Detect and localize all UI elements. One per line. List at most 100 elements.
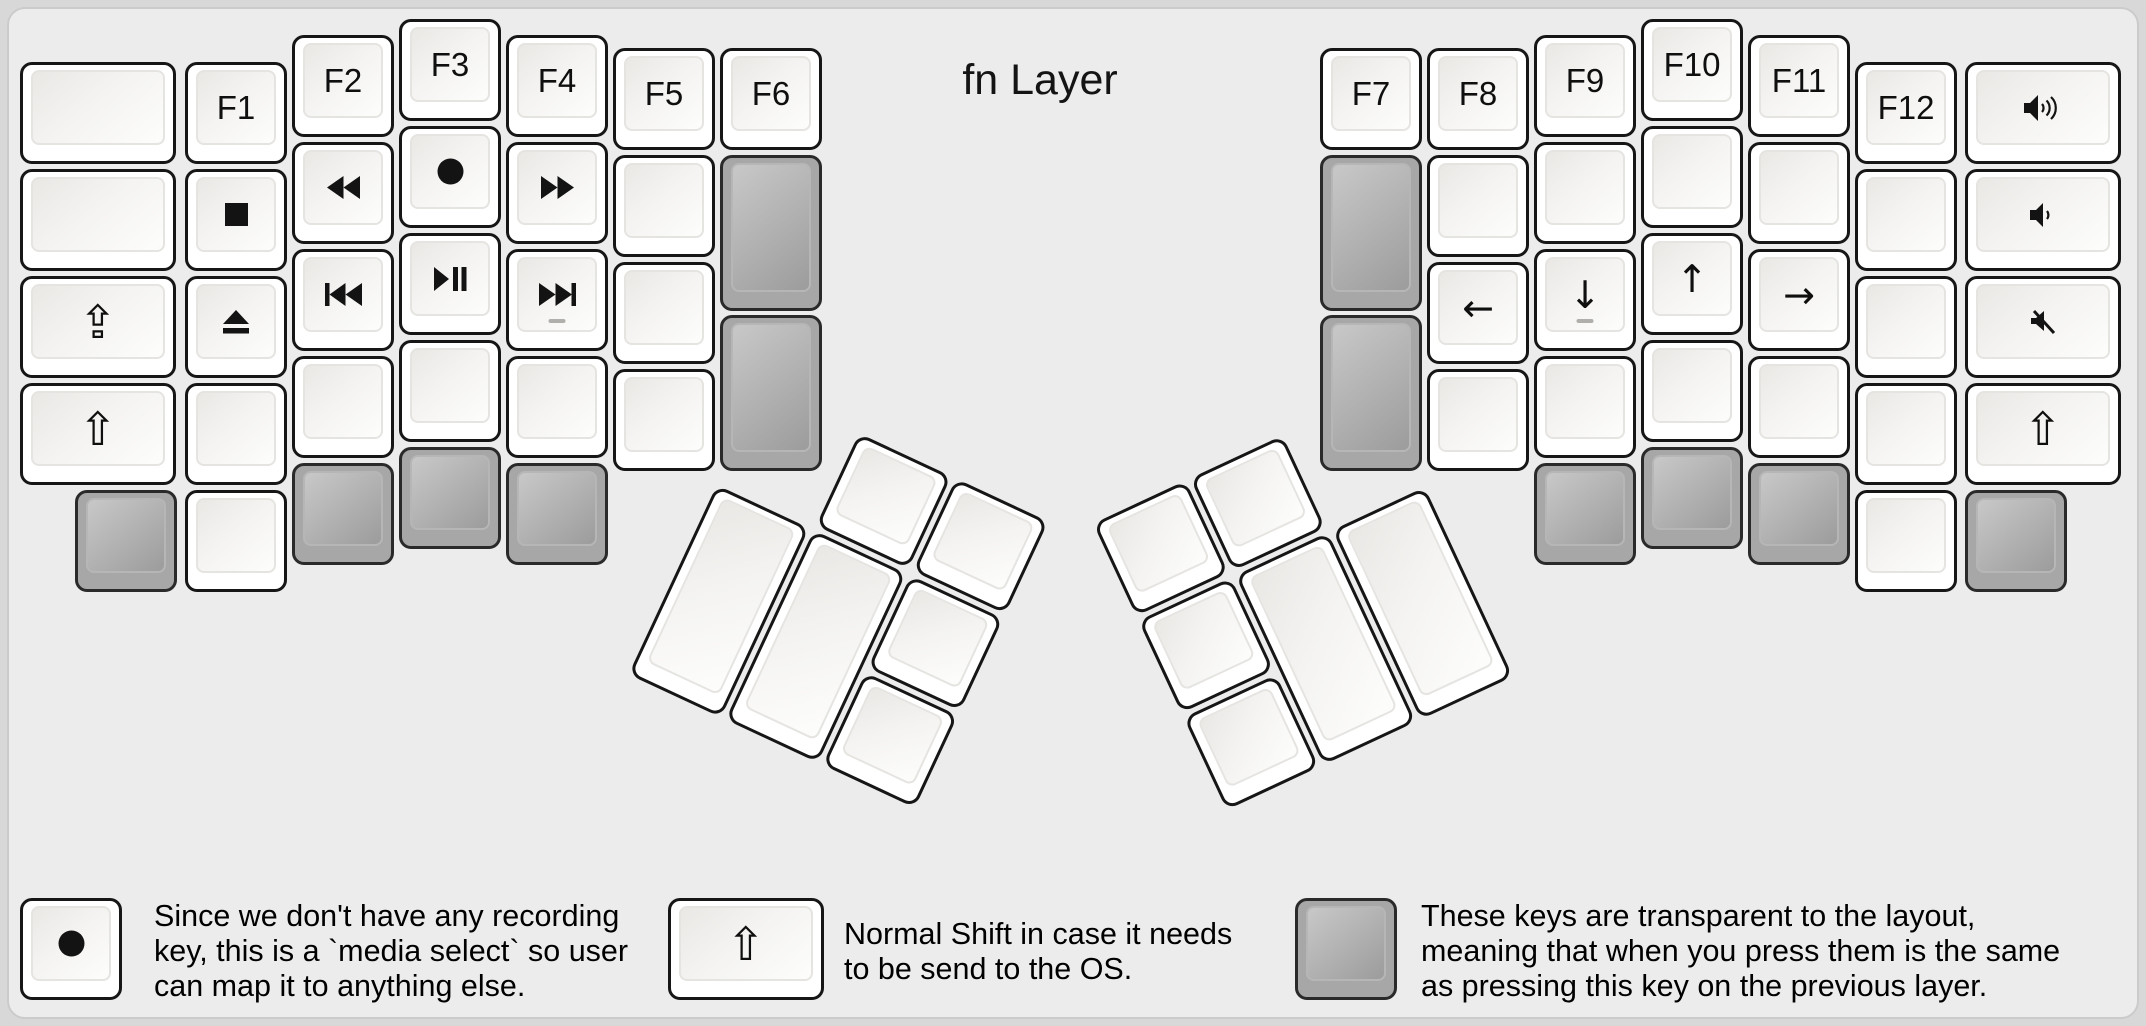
key-legend: ↑ xyxy=(1676,256,1708,301)
keycap-top: F10 xyxy=(1652,27,1732,102)
key-f7: F7 xyxy=(1320,48,1422,150)
rewind-icon xyxy=(326,176,360,199)
keycap-top xyxy=(517,364,597,439)
key-legend: ↓ xyxy=(1569,272,1601,317)
keycap-top: F5 xyxy=(624,56,704,131)
key-media-select xyxy=(399,126,501,228)
keycap-top xyxy=(1976,498,2056,573)
key-blank xyxy=(506,356,608,458)
stop-icon xyxy=(224,203,248,226)
keycap-top xyxy=(1545,364,1625,439)
play-pause-icon xyxy=(433,266,466,291)
keycap-top xyxy=(1306,906,1386,981)
keycap-top xyxy=(1652,455,1732,530)
key-f6: F6 xyxy=(720,48,822,150)
fast-forward-icon xyxy=(540,176,574,199)
key-blank xyxy=(1641,340,1743,442)
keycap-top xyxy=(86,498,166,573)
key-legend: F10 xyxy=(1663,45,1721,83)
keycap-top: ⇧ xyxy=(679,906,813,981)
keycap-top xyxy=(1759,471,1839,546)
keycap-top: ← xyxy=(1438,270,1518,345)
keycap-top xyxy=(196,177,276,252)
keycap-top xyxy=(840,684,945,787)
key-f8: F8 xyxy=(1427,48,1529,150)
key-transparent xyxy=(1320,315,1422,471)
keycap-top xyxy=(833,445,939,547)
keycap-top xyxy=(1652,134,1732,209)
key-transparent xyxy=(1641,447,1743,549)
key-arrow-down: ↓ xyxy=(1534,249,1636,351)
keycap-top: F4 xyxy=(517,43,597,118)
keycap-top: → xyxy=(1759,257,1839,332)
keycap-top xyxy=(517,257,597,332)
note-line: can map it to anything else. xyxy=(154,969,526,1003)
key-f12: F12 xyxy=(1855,62,1957,164)
key-blank xyxy=(1534,142,1636,244)
key-transparent xyxy=(1320,155,1422,311)
previous-track-icon xyxy=(324,283,362,306)
next-track-icon xyxy=(538,283,576,306)
keycap-top: ⇧ xyxy=(31,391,165,466)
key-legend: F2 xyxy=(323,61,363,99)
key-transparent xyxy=(506,463,608,565)
key-blank xyxy=(1641,126,1743,228)
key-legend: F12 xyxy=(1877,88,1935,126)
note-line: as pressing this key on the previous lay… xyxy=(1421,969,1988,1003)
keycap-top xyxy=(1151,589,1256,692)
key-eject xyxy=(185,276,287,378)
keycap-top: ↑ xyxy=(1652,241,1732,316)
key-blank xyxy=(1427,155,1529,257)
keycap-top xyxy=(1976,284,2110,359)
keycap-top: F12 xyxy=(1866,70,1946,145)
note-transparent-keys-text: These keys are transparent to the layout… xyxy=(1421,899,2060,1004)
keycap-top xyxy=(731,323,811,452)
key-legend: F11 xyxy=(1771,61,1827,99)
key-fast-forward xyxy=(506,142,608,244)
eject-icon xyxy=(223,309,249,333)
note-transparent-keys: These keys are transparent to the layout… xyxy=(1295,898,2060,1005)
layer-title: fn Layer xyxy=(962,56,1118,104)
key-blank xyxy=(292,356,394,458)
key-blank xyxy=(1855,169,1957,271)
key-transparent xyxy=(720,155,822,311)
mute-icon xyxy=(2031,309,2056,335)
note-line: key, this is a `media select` so user xyxy=(154,934,629,968)
keycap-top xyxy=(1331,163,1411,292)
keycap-top xyxy=(624,163,704,238)
keycap-top xyxy=(1866,177,1946,252)
keycap-top xyxy=(410,134,490,209)
key-f11: F11 xyxy=(1748,35,1850,137)
keycap-top xyxy=(303,471,383,546)
keycap-top: F7 xyxy=(1331,56,1411,131)
key-transparent xyxy=(1534,463,1636,565)
keycap-top: F3 xyxy=(410,27,490,102)
key-legend: F6 xyxy=(751,74,791,112)
key-next-track xyxy=(506,249,608,351)
key-legend-sample: ⇧ xyxy=(668,898,824,1000)
note-line: Normal Shift in case it needs xyxy=(844,916,1233,951)
keycap-top xyxy=(303,150,383,225)
key-legend: F7 xyxy=(1351,74,1391,112)
keycap-top xyxy=(1866,284,1946,359)
keycap-top xyxy=(196,391,276,466)
keycap-top xyxy=(1106,492,1211,595)
keycap-top xyxy=(196,284,276,359)
keycap-top: F8 xyxy=(1438,56,1518,131)
key-blank xyxy=(185,490,287,592)
keycap-top xyxy=(517,471,597,546)
note-line: Since we don't have any recording xyxy=(154,899,620,933)
keycap-top xyxy=(1438,377,1518,452)
keycap-top xyxy=(410,241,490,316)
key-volume-down xyxy=(1965,169,2121,271)
keycap-top xyxy=(1545,471,1625,546)
keycap-top xyxy=(624,270,704,345)
key-legend: F8 xyxy=(1458,74,1498,112)
key-prev-track xyxy=(292,249,394,351)
key-play-pause xyxy=(399,233,501,335)
note-key-shift: ⇧ xyxy=(668,898,828,1005)
keycap-top xyxy=(1759,150,1839,225)
